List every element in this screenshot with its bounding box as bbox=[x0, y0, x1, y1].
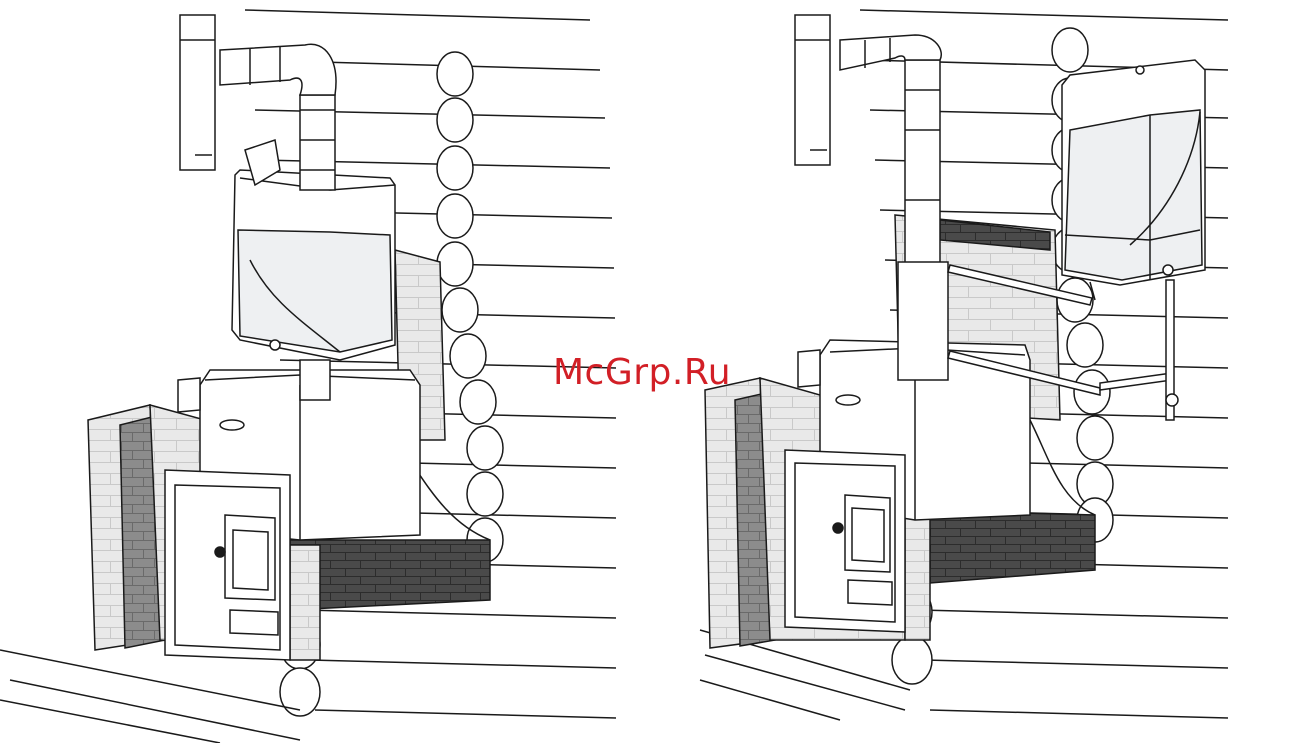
watermark: McGrp.Ru bbox=[553, 352, 731, 393]
firebox-door-left bbox=[165, 470, 290, 660]
water-tank-right bbox=[1062, 60, 1205, 300]
left-illustration bbox=[0, 10, 616, 743]
firebox-door-right bbox=[785, 450, 905, 632]
chimney-right bbox=[795, 15, 948, 380]
right-illustration bbox=[700, 10, 1228, 720]
